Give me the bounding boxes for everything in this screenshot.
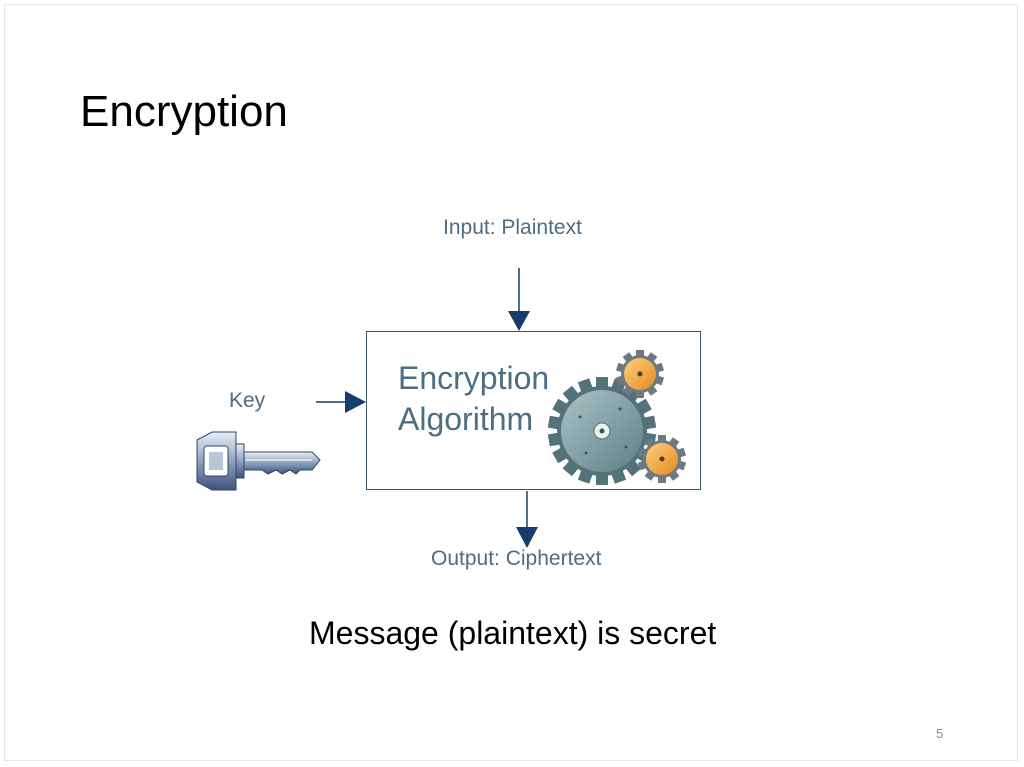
- slide-frame: [4, 4, 1018, 761]
- slide-title: Encryption: [80, 87, 288, 136]
- output-label: Output: Ciphertext: [431, 547, 602, 570]
- algorithm-title-line1: Encryption: [398, 360, 550, 396]
- gears-icon: [547, 350, 687, 485]
- key-label: Key: [229, 389, 266, 412]
- input-label: Input: Plaintext: [443, 216, 582, 239]
- algorithm-title-line2: Algorithm: [398, 401, 534, 437]
- output-arrow: [516, 491, 538, 548]
- slide-caption: Message (plaintext) is secret: [309, 615, 717, 651]
- page-number: 5: [936, 726, 944, 741]
- key-arrow: [316, 391, 366, 413]
- input-arrow: [508, 268, 530, 331]
- key-icon: [196, 431, 321, 491]
